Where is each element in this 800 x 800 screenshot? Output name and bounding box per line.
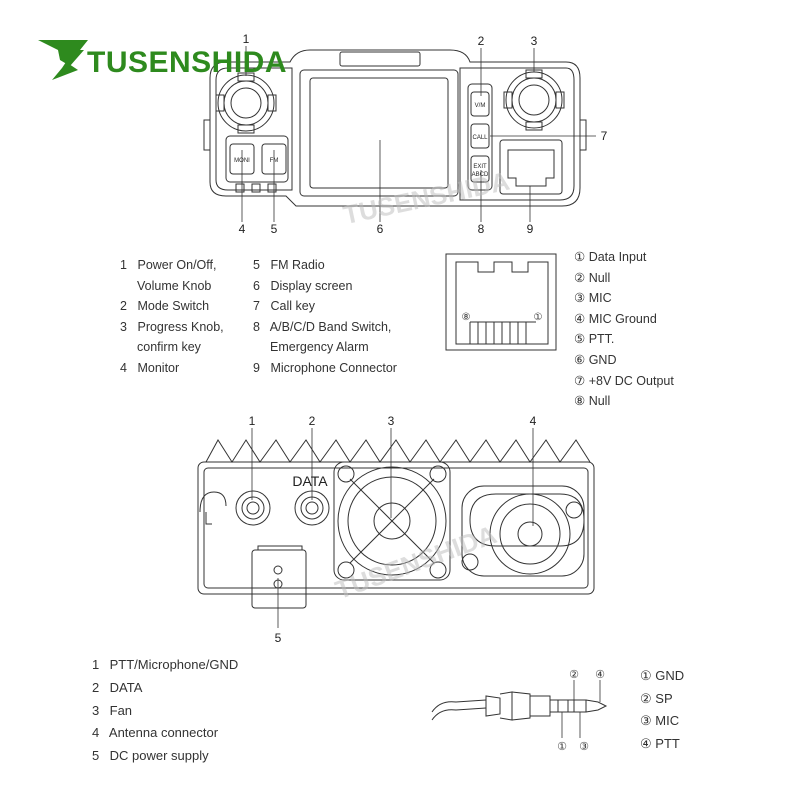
legend-item: 3 Fan bbox=[92, 702, 133, 718]
dc-power-supply bbox=[251, 545, 307, 609]
call-button-label: CALL bbox=[472, 135, 488, 141]
pin-item: ⑤ PTT. bbox=[574, 332, 615, 347]
front-callout-6: 6 bbox=[377, 222, 384, 236]
vm-button-label: V/M bbox=[475, 103, 486, 109]
vm-button-shape bbox=[470, 91, 490, 117]
front-callout-8: 8 bbox=[478, 222, 485, 236]
legend-item: 1 Power On/Off, bbox=[120, 258, 217, 272]
fan bbox=[333, 461, 451, 581]
pin-item: ⑦ +8V DC Output bbox=[574, 373, 674, 388]
call-button-shape bbox=[470, 123, 490, 149]
legend-item: 8 A/B/C/D Band Switch, bbox=[253, 319, 392, 334]
pin-item: ② Null bbox=[574, 270, 611, 285]
legend-item: 3 Progress Knob, bbox=[120, 319, 224, 334]
front-callout-5: 5 bbox=[271, 222, 278, 236]
front-callout-2: 2 bbox=[478, 34, 485, 48]
rj45-pinout-diagram bbox=[445, 253, 557, 351]
front-callout-lines bbox=[241, 46, 596, 222]
audio-plug bbox=[431, 691, 608, 721]
data-jack bbox=[294, 490, 330, 526]
legend-item: 5 DC power supply bbox=[92, 748, 209, 764]
front-callout-9: 9 bbox=[527, 222, 534, 236]
pin-item: ⑥ GND bbox=[574, 352, 617, 367]
watermark-text-rear: TUSENSHIDA bbox=[331, 519, 500, 605]
rear-callout-1: 1 bbox=[249, 414, 256, 428]
rear-callout-lines bbox=[251, 428, 534, 628]
legend-item: 1 PTT/Microphone/GND bbox=[92, 657, 239, 672]
legend-item: 2 DATA bbox=[92, 679, 143, 695]
front-callout-1: 1 bbox=[243, 32, 250, 46]
pin-item: ④ PTT bbox=[640, 735, 680, 751]
legend-item: 9 Microphone Connector bbox=[253, 360, 397, 375]
antenna-connector bbox=[461, 485, 585, 577]
jack-callout-3: ③ bbox=[579, 741, 589, 753]
rear-callout-2: 2 bbox=[309, 414, 316, 428]
front-legend-mid: 5 FM Radio 6 Display screen 7 Call key 8… bbox=[253, 255, 397, 379]
rj45-pin8-mark: ⑧ bbox=[462, 312, 471, 323]
rear-legend: 1 PTT/Microphone/GND 2 DATA 3 Fan 4 Ante… bbox=[92, 654, 238, 768]
brand-name: TUSENSHIDA bbox=[87, 46, 288, 79]
watermark-text-front: TUSENSHIDA bbox=[341, 166, 513, 231]
microphone-connector bbox=[499, 139, 563, 195]
brand-logo-icon bbox=[38, 40, 88, 80]
pin-item: ① Data Input bbox=[574, 250, 647, 264]
front-callout-3: 3 bbox=[531, 34, 538, 48]
legend-item-cont: confirm key bbox=[137, 340, 201, 355]
front-callout-7: 7 bbox=[601, 129, 608, 143]
abcd-button-label: ABCD bbox=[472, 172, 489, 178]
jack-callout-1: ① bbox=[557, 741, 567, 753]
progress-knob bbox=[503, 69, 565, 131]
volume-knob bbox=[215, 72, 277, 134]
mic-jack bbox=[235, 490, 271, 526]
legend-item: 2 Mode Switch bbox=[120, 299, 210, 314]
jack-pin-legend: ① GND ② SP ③ MIC ④ PTT bbox=[640, 665, 684, 755]
exit-button-label: EXIT bbox=[473, 164, 487, 170]
legend-item-cont: Volume Knob bbox=[137, 278, 212, 293]
rear-panel bbox=[197, 439, 595, 609]
exit-button-shape bbox=[470, 155, 490, 183]
display-screen bbox=[299, 69, 459, 197]
legend-item: 4 Antenna connector bbox=[92, 725, 219, 741]
legend-item: 6 Display screen bbox=[253, 278, 353, 293]
pin-item: ② SP bbox=[640, 690, 673, 706]
jack-callout-4: ④ bbox=[595, 669, 605, 681]
headset-icon bbox=[199, 491, 227, 525]
legend-item: 5 FM Radio bbox=[253, 258, 325, 272]
legend-item: 4 Monitor bbox=[120, 360, 180, 375]
front-legend-left: 1 Power On/Off, Volume Knob 2 Mode Switc… bbox=[120, 255, 224, 379]
front-callout-4: 4 bbox=[239, 222, 246, 236]
rj45-pin1-mark: ① bbox=[534, 312, 543, 323]
pin-item: ③ MIC bbox=[574, 291, 612, 306]
rear-callout-4: 4 bbox=[530, 414, 537, 428]
rj45-pin-legend: ① Data Input ② Null ③ MIC ④ MIC Ground ⑤… bbox=[574, 247, 674, 412]
pin-item: ⑧ Null bbox=[574, 394, 611, 409]
legend-item-cont: Emergency Alarm bbox=[270, 340, 369, 355]
jack-callout-lines bbox=[561, 680, 601, 738]
pin-item: ① GND bbox=[640, 668, 685, 683]
pin-item: ④ MIC Ground bbox=[574, 311, 657, 326]
rear-data-label: DATA bbox=[292, 473, 328, 489]
fm-button-label: FM bbox=[270, 158, 279, 164]
jack-callout-2: ② bbox=[569, 669, 579, 681]
fm-button-shape bbox=[261, 143, 287, 175]
legend-item: 7 Call key bbox=[253, 299, 315, 314]
moni-button-shape bbox=[229, 143, 255, 175]
pin-item: ③ MIC bbox=[640, 713, 680, 728]
rear-callout-5: 5 bbox=[275, 631, 282, 645]
rear-callout-3: 3 bbox=[388, 414, 395, 428]
moni-button-label: MONI bbox=[234, 158, 250, 164]
